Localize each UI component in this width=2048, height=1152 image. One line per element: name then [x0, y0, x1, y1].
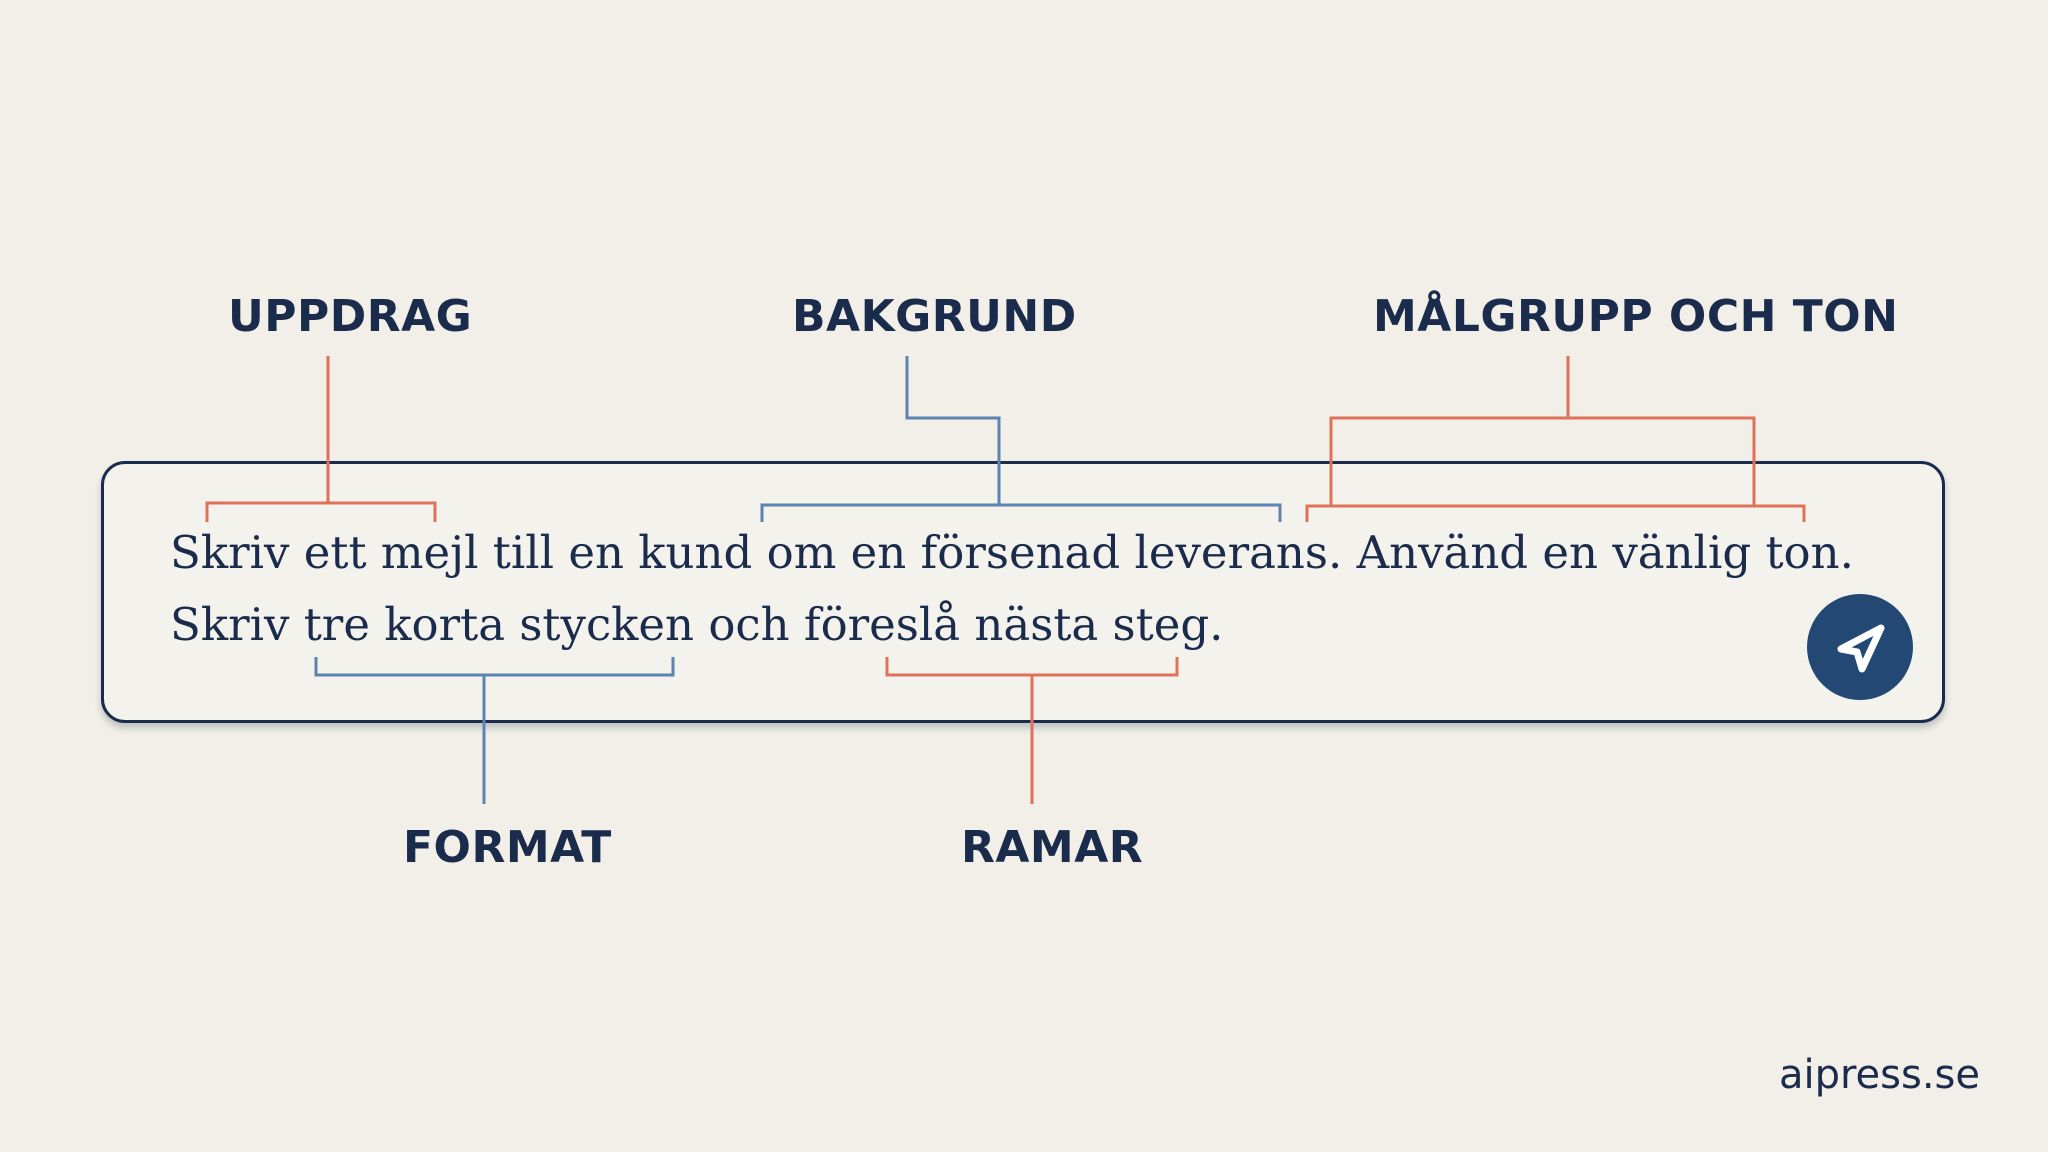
prompt-text-line-1: Skriv ett mejl till en kund om en försen… [170, 526, 1854, 579]
label-format: FORMAT [403, 822, 612, 873]
send-icon [1837, 624, 1885, 673]
connector-malgrupp-split [1329, 416, 1756, 506]
connector-bakgrund [905, 356, 1001, 505]
bracket-ramar [885, 657, 1179, 677]
prompt-text-line-2: Skriv tre korta stycken och föreslå näst… [170, 598, 1224, 651]
label-bakgrund: BAKGRUND [792, 291, 1077, 342]
bracket-malgrupp [1305, 504, 1806, 522]
label-malgrupp-och-ton: MÅLGRUPP OCH TON [1373, 291, 1899, 342]
watermark: aipress.se [1778, 1052, 1980, 1098]
send-button[interactable] [1807, 594, 1913, 700]
label-uppdrag: UPPDRAG [228, 291, 473, 342]
label-ramar: RAMAR [961, 822, 1144, 873]
bracket-format [314, 657, 675, 677]
bracket-bakgrund [760, 503, 1282, 522]
bracket-uppdrag [205, 501, 437, 522]
